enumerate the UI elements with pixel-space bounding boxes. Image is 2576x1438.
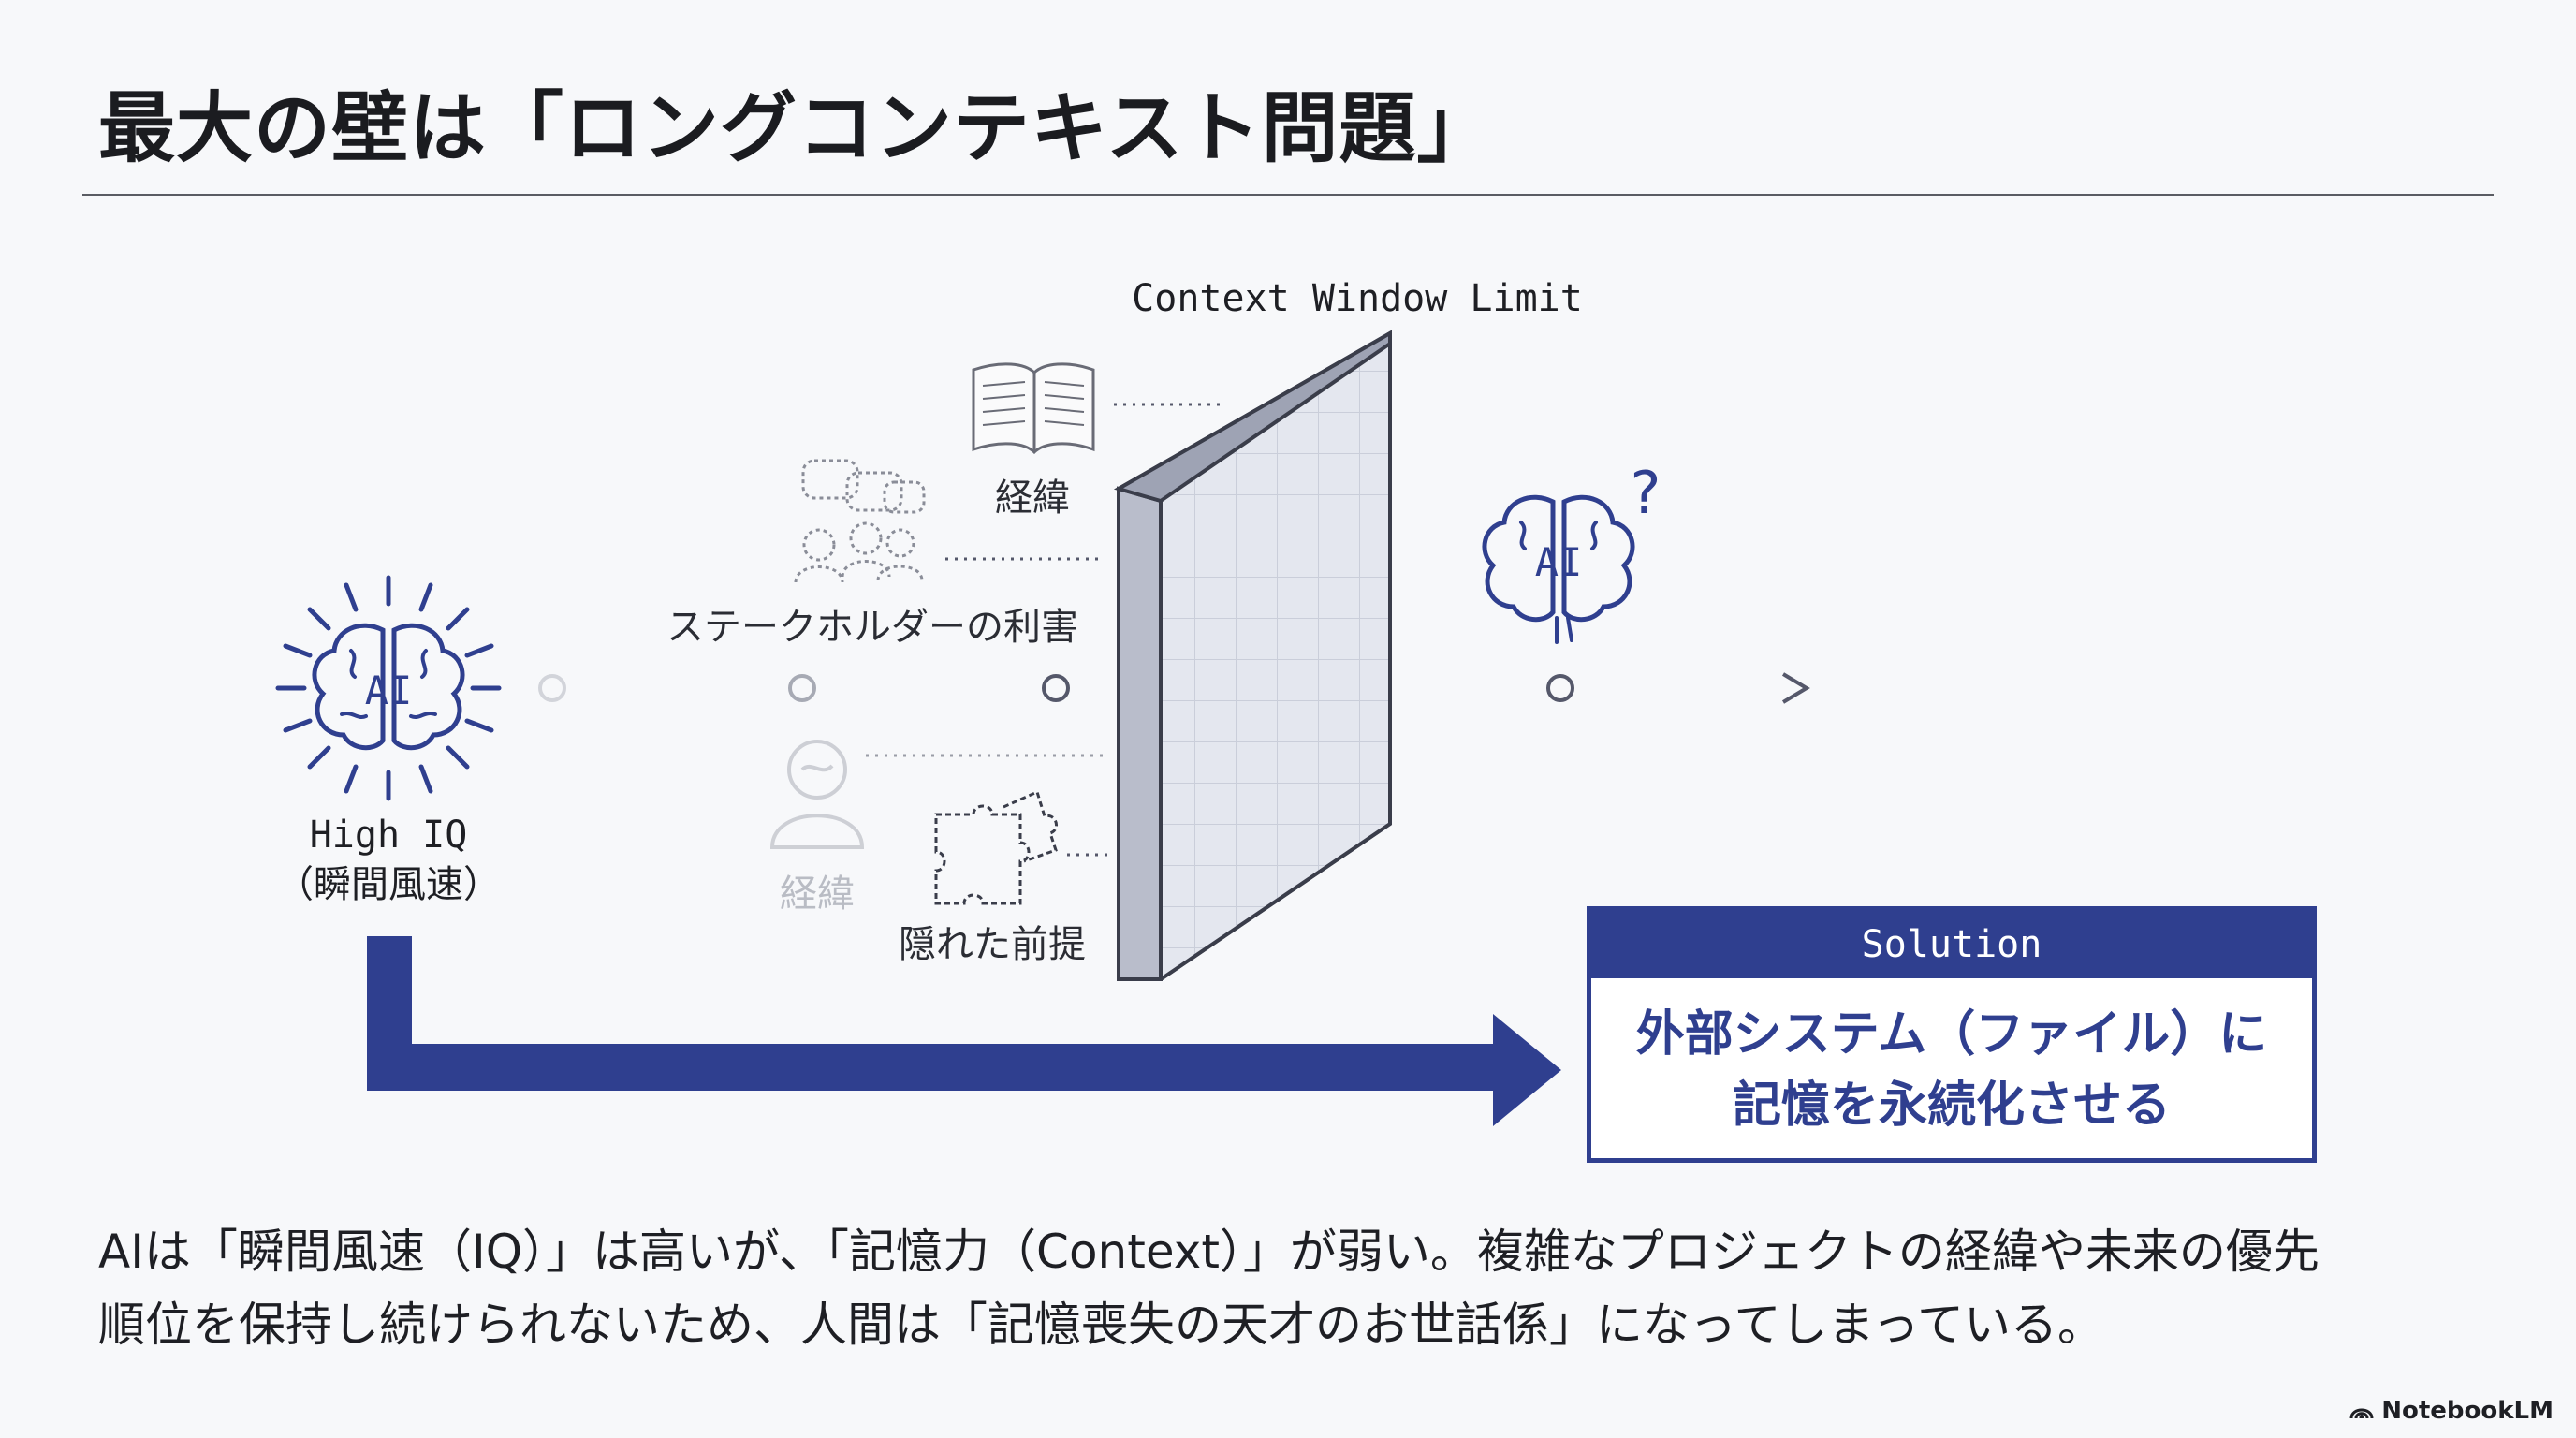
svg-text:AI: AI <box>365 668 413 713</box>
high-iq-sublabel: （瞬間風速） <box>276 863 501 906</box>
timeline-node <box>788 674 816 702</box>
timeline-node <box>538 674 566 702</box>
summary-line-2: 順位を保持し続けられないため、人間は「記憶喪失の天才のお世話係」になってしまって… <box>98 1298 2104 1352</box>
stakeholders-icon <box>794 459 926 583</box>
timeline-arrowhead <box>1781 672 1810 704</box>
faded-person-icon <box>769 740 865 849</box>
wall-label: Context Window Limit <box>1132 277 1583 320</box>
title-divider <box>82 194 2494 196</box>
brain-radiant-icon: AI <box>275 575 502 801</box>
context-window-wall <box>1113 330 1392 981</box>
solution-arrow <box>367 936 1561 1126</box>
history-label-faded: 経緯 <box>780 873 855 916</box>
brand-text: NotebookLM <box>2381 1397 2554 1425</box>
hidden-premise-label: 隠れた前提 <box>899 923 1086 966</box>
summary-line-1: AIは「瞬間風速（IQ）」は高いが、「記憶力（Context）」が弱い。複雑なプ… <box>98 1225 2320 1279</box>
page-title: 最大の壁は「ロングコンテキスト問題」 <box>98 84 1495 173</box>
solution-line-1: 外部システム（ファイル）に <box>1635 1006 2268 1063</box>
confused-brain-icon: AI ? <box>1482 459 1661 644</box>
solution-line-2: 記憶を永続化させる <box>1732 1078 2171 1134</box>
stakeholder-label: ステークホルダーの利害 <box>666 606 1078 649</box>
solution-header: Solution <box>1591 911 2312 978</box>
timeline-node <box>1042 674 1070 702</box>
puzzle-icon <box>934 789 1059 905</box>
solution-body: 外部システム（ファイル）に 記憶を永続化させる <box>1591 978 2312 1141</box>
summary-text: AIは「瞬間風速（IQ）」は高いが、「記憶力（Context）」が弱い。複雑なプ… <box>98 1215 2495 1361</box>
timeline-node <box>1546 674 1574 702</box>
high-iq-label: High IQ <box>310 814 468 857</box>
solution-box: Solution 外部システム（ファイル）に 記憶を永続化させる <box>1587 906 2317 1163</box>
book-icon <box>972 362 1095 455</box>
history-label-top: 経緯 <box>995 477 1070 520</box>
notebooklm-logo-icon <box>2349 1408 2374 1419</box>
svg-text:AI: AI <box>1535 539 1583 585</box>
question-mark: ? <box>1631 459 1661 527</box>
brand-watermark: NotebookLM <box>2349 1397 2554 1425</box>
